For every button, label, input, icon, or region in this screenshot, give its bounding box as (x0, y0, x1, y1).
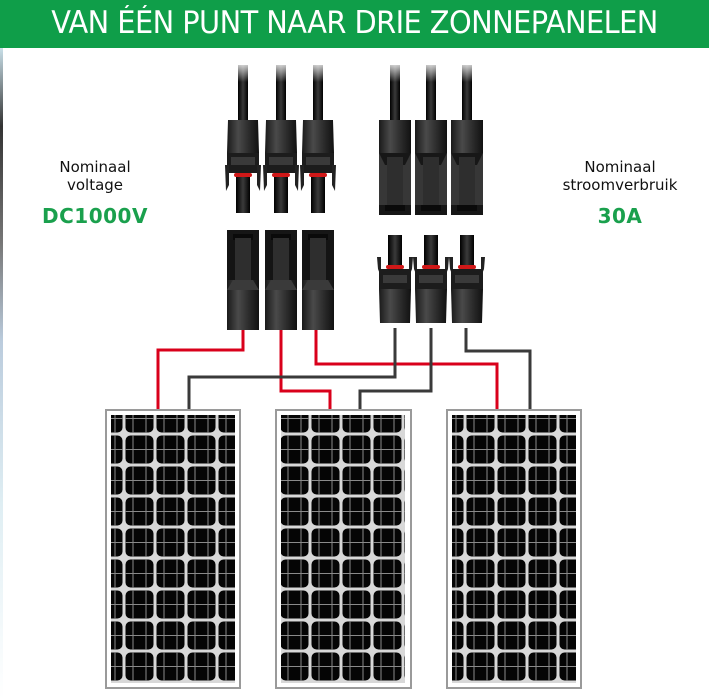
spec-voltage-value: DC1000V (42, 204, 148, 228)
spec-current-label-1: Nominaal (584, 158, 656, 176)
wires-positive (156, 325, 499, 410)
connectors-bottom-right (377, 235, 485, 323)
spec-voltage-label-2: voltage (66, 176, 124, 194)
connectors-top-left (225, 65, 336, 213)
solar-panel-1 (105, 409, 241, 689)
spec-voltage-label-1: Nominaal (59, 158, 131, 176)
spec-current-label-2: stroomverbruik (562, 176, 678, 194)
header-banner: VAN ÉÉN PUNT NAAR DRIE ZONNEPANELEN (0, 0, 709, 48)
spec-voltage: Nominaal voltage DC1000V (20, 158, 170, 228)
spec-current-value: 30A (597, 204, 643, 228)
solar-panel-3 (446, 409, 582, 689)
left-edge-strip (0, 48, 3, 700)
spec-current: Nominaal stroomverbruik 30A (545, 158, 695, 228)
wires-negative (187, 328, 532, 410)
page-title: VAN ÉÉN PUNT NAAR DRIE ZONNEPANELEN (51, 5, 658, 41)
connectors-top-right (379, 65, 483, 215)
solar-panel-2 (275, 409, 412, 689)
connectors-bottom-left (227, 230, 334, 330)
